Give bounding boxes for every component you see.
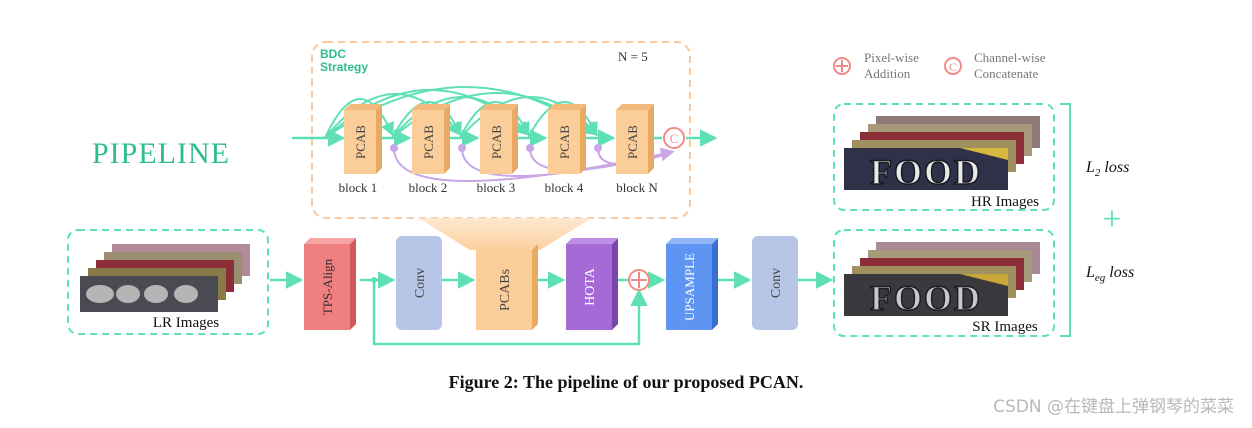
block-caption-3: block 3: [477, 180, 516, 195]
legend: Pixel-wise Addition C Channel-wise Conca…: [833, 50, 1046, 81]
conv-block-2: Conv: [752, 236, 798, 330]
watermark: CSDN @在键盘上弹钢琴的菜菜: [993, 397, 1234, 417]
pixel-add-node: [628, 269, 650, 291]
hota-block: HOTA: [566, 238, 618, 330]
sr-frame: [833, 229, 1055, 337]
pcab-block-2: PCAB: [412, 104, 450, 174]
pipeline-title: PIPELINE: [92, 137, 230, 170]
sr-image-text: FOOD: [870, 278, 982, 318]
tps-align-label: TPS-Align: [320, 258, 335, 315]
tps-align-block: TPS-Align: [304, 238, 356, 330]
n-label: N = 5: [618, 49, 648, 64]
bdc-frame: [311, 41, 691, 219]
bdc-label-line2: Strategy: [320, 60, 368, 74]
hr-frame: [833, 103, 1055, 211]
pcab-block-3: PCAB: [480, 104, 518, 174]
legend-concat-line1: Channel-wise: [974, 50, 1046, 65]
bdc-label-line1: BDC: [320, 47, 346, 61]
hr-image-stack: [844, 116, 1040, 190]
conv-block-1: Conv: [396, 236, 442, 330]
hr-label: HR Images: [971, 194, 1039, 210]
sr-image-stack: [844, 242, 1040, 316]
pcabs-block: PCABs: [476, 244, 538, 330]
conv2-label: Conv: [769, 268, 784, 298]
hr-image-text: FOOD: [870, 152, 982, 192]
block-caption-4: block 4: [545, 180, 584, 195]
skip-junction: [371, 277, 377, 283]
loss-bracket: [1060, 103, 1071, 337]
pcab-label: PCAB: [489, 125, 504, 159]
pcab-label: PCAB: [557, 125, 572, 159]
pcab-label: PCAB: [421, 125, 436, 159]
hota-label: HOTA: [583, 267, 598, 306]
block-caption-2: block 2: [409, 180, 448, 195]
sr-label: SR Images: [972, 319, 1038, 335]
lr-image-stack: [80, 244, 250, 312]
concat-node-glyph: C: [670, 131, 679, 146]
legend-concat-line2: Concatenate: [974, 66, 1038, 81]
main-arrows: [270, 271, 834, 346]
bdc-funnel: [418, 218, 592, 250]
upsample-block: UPSAMPLE: [666, 238, 718, 330]
conv1-label: Conv: [413, 268, 428, 298]
legend-add-line2: Addition: [864, 66, 911, 81]
concat-node: C: [663, 127, 685, 149]
pcabs-label: PCABs: [498, 269, 513, 311]
pcab-block-n: PCAB: [616, 104, 654, 174]
legend-concat-glyph: C: [949, 60, 957, 74]
pcab-block-4: PCAB: [548, 104, 586, 174]
leg-loss: Leg loss: [1085, 264, 1134, 284]
lr-label: LR Images: [153, 315, 219, 331]
legend-add-line1: Pixel-wise: [864, 50, 919, 65]
plus-sign: +: [1102, 201, 1121, 238]
block-caption-1: block 1: [339, 180, 378, 195]
upsample-label: UPSAMPLE: [682, 253, 697, 321]
lr-frame: [67, 229, 269, 335]
l2-loss: L2 loss: [1085, 159, 1129, 179]
figure-caption: Figure 2: The pipeline of our proposed P…: [448, 372, 804, 392]
block-caption-n: block N: [616, 180, 658, 195]
pcab-label: PCAB: [353, 125, 368, 159]
pcab-label: PCAB: [625, 125, 640, 159]
pcab-block-1: PCAB: [344, 104, 382, 174]
